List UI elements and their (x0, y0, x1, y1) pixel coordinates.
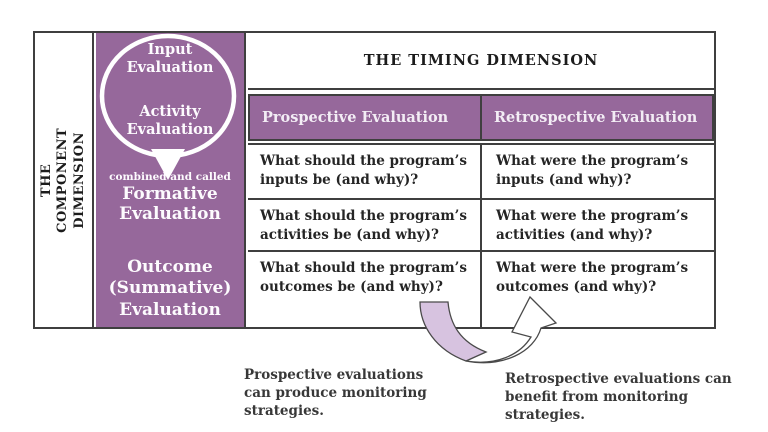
formative-evaluation-label: Formative Evaluation (119, 184, 221, 225)
retrospective-caption: Retrospective evaluations can benefit fr… (505, 371, 732, 424)
component-dimension-label: THE COMPONENT DIMENSION (39, 127, 87, 233)
inputs-retrospective-cell: What were the program’s inputs (and why)… (480, 145, 714, 198)
prospective-caption: Prospective evaluations can produce moni… (244, 367, 427, 420)
evaluation-matrix-table: THE COMPONENT DIMENSION Input Evaluation… (33, 31, 716, 329)
formative-bubble-icon (99, 33, 237, 180)
activities-retrospective-cell: What were the program’s activities (and … (480, 200, 714, 250)
outcomes-retrospective-cell: What were the program’s outcomes (and wh… (480, 252, 714, 327)
activities-prospective-cell: What should the program’s activities be … (260, 208, 467, 243)
timing-dimension-header: THE TIMING DIMENSION (248, 33, 714, 90)
prospective-column-header: Prospective Evaluation (262, 109, 449, 126)
outcome-evaluation-label: Outcome (Summative) Evaluation (108, 257, 232, 320)
combined-note-label: combined and called (109, 171, 231, 183)
retrospective-column-header: Retrospective Evaluation (480, 96, 712, 139)
outcomes-prospective-cell: What should the program’s outcomes be (a… (260, 260, 467, 295)
table-row: What should the program’s inputs be (and… (248, 143, 714, 198)
column-header-row: Prospective Evaluation Retrospective Eva… (248, 94, 714, 141)
component-column: Input Evaluation Activity Evaluation com… (96, 33, 246, 327)
table-row: What should the program’s outcomes be (a… (248, 250, 714, 327)
input-evaluation-label: Input Evaluation (126, 41, 214, 77)
curved-arrow-icon (419, 295, 558, 364)
inputs-prospective-cell: What should the program’s inputs be (and… (260, 153, 467, 188)
activity-evaluation-label: Activity Evaluation (126, 103, 214, 139)
component-dimension-axis: THE COMPONENT DIMENSION (35, 33, 94, 327)
table-row: What should the program’s activities be … (248, 198, 714, 250)
timing-dimension-section: THE TIMING DIMENSION Prospective Evaluat… (248, 33, 714, 327)
